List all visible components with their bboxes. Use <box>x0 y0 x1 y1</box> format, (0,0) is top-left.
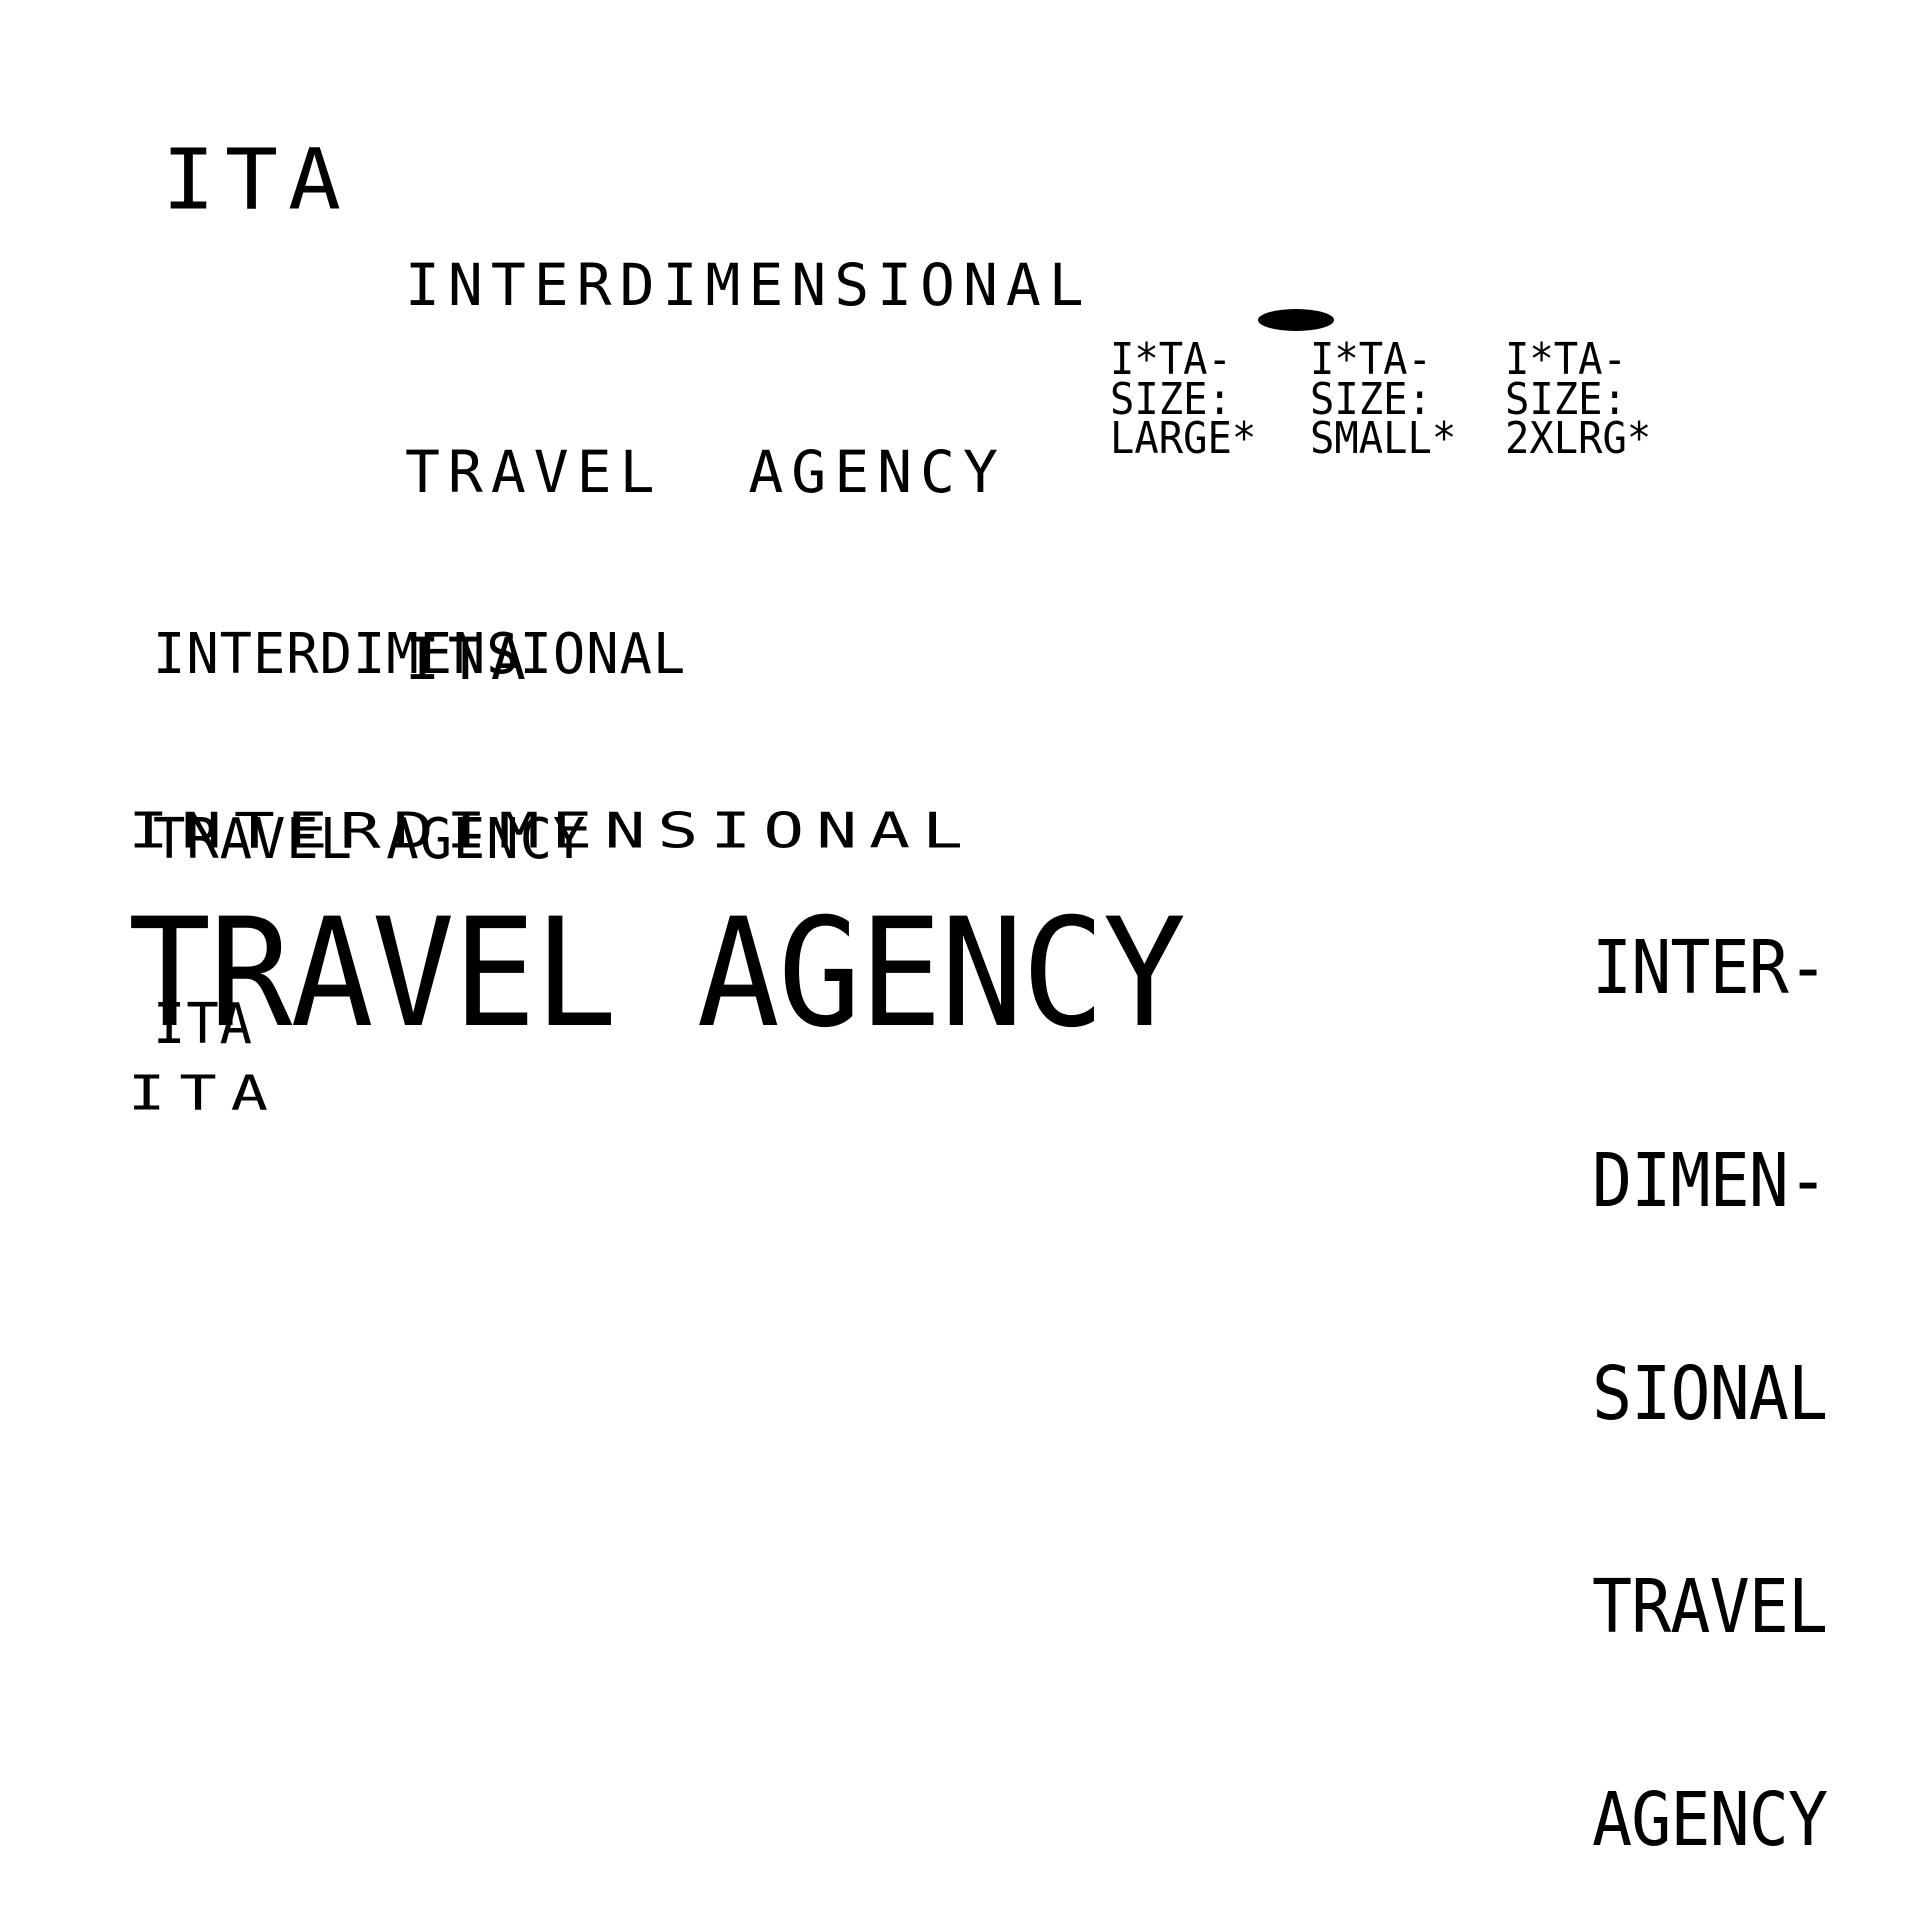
name-block-dotted: INTERDIMENSIONAL TRAVEL AGENCY ITA <box>405 140 1092 759</box>
name-block-stacked: INTER- DIMEN- SIONAL TRAVEL AGENCY <box>1592 783 1828 1922</box>
name-line: INTERDIMENSIONAL <box>405 251 1092 319</box>
name-line: TRAVEL <box>1592 1564 1828 1650</box>
size-tag-line: SIZE: <box>1110 373 1232 425</box>
name-line: INTERDIMENSIONAL <box>153 622 687 687</box>
size-tag-line: I*TA- <box>1505 334 1627 385</box>
document-page: { "logo": { "mark": "ITA" }, "top_block"… <box>128 130 1829 1857</box>
size-tag-line: 2XLRG* <box>1505 413 1652 465</box>
name-line-wide: ITA <box>128 1064 282 1122</box>
name-line-wide: INTERDIMENSIONAL <box>128 802 976 860</box>
name-line: TRAVEL AGENCY <box>405 438 1006 506</box>
logo-wordmark: ITA <box>162 130 351 229</box>
size-tag-line: I*TA- <box>1110 334 1232 385</box>
size-tag-large: I*TA- SIZE: LARGE* <box>1110 334 1257 465</box>
size-tag-small: I*TA- SIZE: SMALL* <box>1310 334 1457 465</box>
size-tag-line: SIZE: <box>1310 373 1432 425</box>
size-tag-2xlrg: I*TA- SIZE: 2XLRG* <box>1505 334 1652 465</box>
size-tag-line: I*TA- <box>1310 334 1432 385</box>
size-tag-line: LARGE* <box>1110 413 1257 465</box>
name-line: SIONAL <box>1592 1351 1828 1437</box>
name-line: ITA <box>405 625 534 693</box>
name-line-headline: TRAVEL AGENCY <box>128 887 1186 1061</box>
name-block-plain: INTERDIMENSIONAL TRAVEL AGENCY ITA <box>153 515 686 1126</box>
ellipse-mark-icon <box>1258 309 1334 331</box>
name-block-large: INTERDIMENSIONAL TRAVEL AGENCY ITA <box>128 775 1276 1147</box>
name-line: ITA <box>153 992 253 1057</box>
name-line: INTER- <box>1592 925 1828 1011</box>
name-line: AGENCY <box>1592 1777 1828 1863</box>
size-tag-line: SMALL* <box>1310 413 1457 465</box>
name-line: DIMEN- <box>1592 1138 1828 1224</box>
name-line: TRAVEL AGENCY <box>153 807 587 872</box>
size-tag-line: SIZE: <box>1505 373 1627 425</box>
